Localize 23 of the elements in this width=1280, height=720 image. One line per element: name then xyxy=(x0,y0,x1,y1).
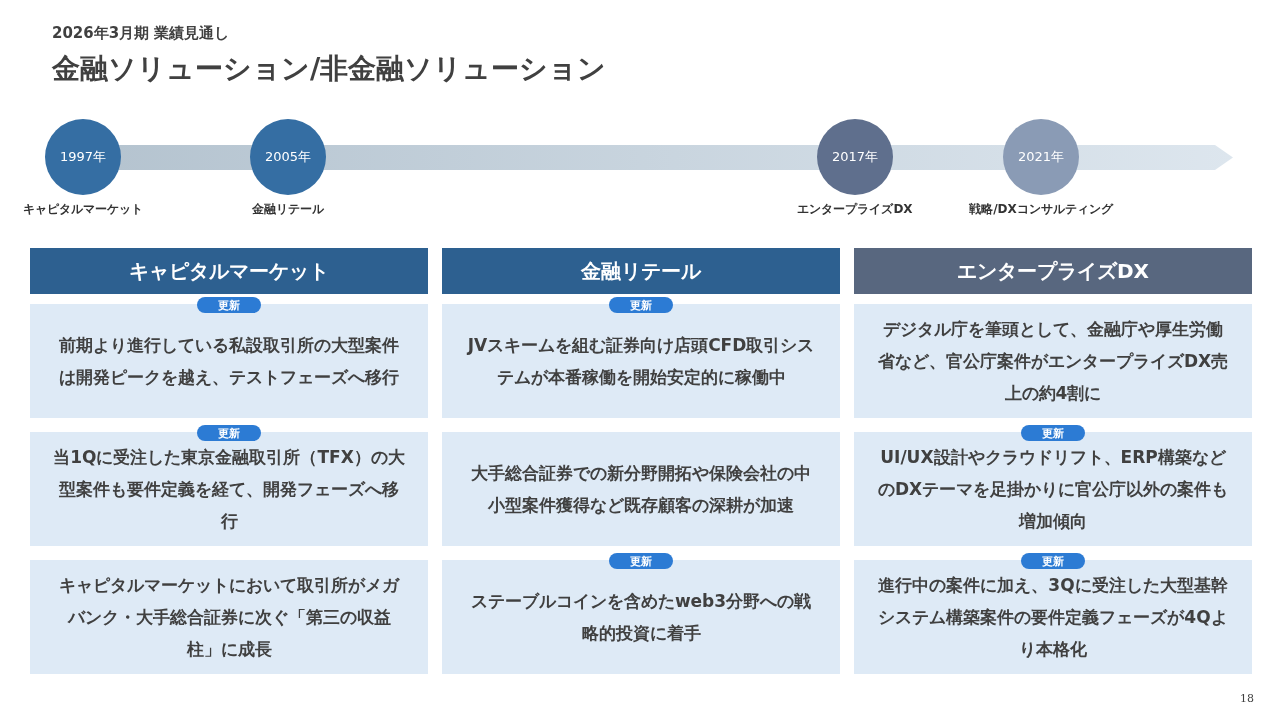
text-card: キャピタルマーケットにおいて取引所がメガバンク・大手総合証券に次ぐ「第三の収益柱」に成長 xyxy=(30,560,428,674)
column-header: キャピタルマーケット xyxy=(30,248,428,294)
update-badge: 更新 xyxy=(1021,425,1085,441)
timeline-circle: 2021年 xyxy=(1003,119,1079,195)
update-badge: 更新 xyxy=(197,425,261,441)
milestone-label: 戦略/DXコンサルティング xyxy=(968,201,1115,218)
timeline-circle: 2005年 xyxy=(250,119,326,195)
column-header: 金融リテール xyxy=(442,248,840,294)
milestone-label: 金融リテール xyxy=(251,201,325,218)
text-card: 大手総合証券での新分野開拓や保険会社の中小型案件獲得など既存顧客の深耕が加速 xyxy=(442,432,840,546)
subtitle: 2026年3月期 業績見通し xyxy=(52,24,231,43)
milestone-label: エンタープライズDX xyxy=(796,201,914,218)
timeline-circle: 1997年 xyxy=(45,119,121,195)
update-badge: 更新 xyxy=(609,553,673,569)
update-badge: 更新 xyxy=(1021,553,1085,569)
update-badge: 更新 xyxy=(609,297,673,313)
text-card: デジタル庁を筆頭として、金融庁や厚生労働省など、官公庁案件がエンタープライズDX売上の約4割に xyxy=(854,304,1252,418)
timeline-circle: 2017年 xyxy=(817,119,893,195)
milestone-label: キャピタルマーケット xyxy=(22,201,144,218)
column-header: エンタープライズDX xyxy=(854,248,1252,294)
page-number: 18 xyxy=(1240,692,1255,705)
page-title: 金融ソリューション/非金融ソリューション xyxy=(52,51,608,87)
update-badge: 更新 xyxy=(197,297,261,313)
